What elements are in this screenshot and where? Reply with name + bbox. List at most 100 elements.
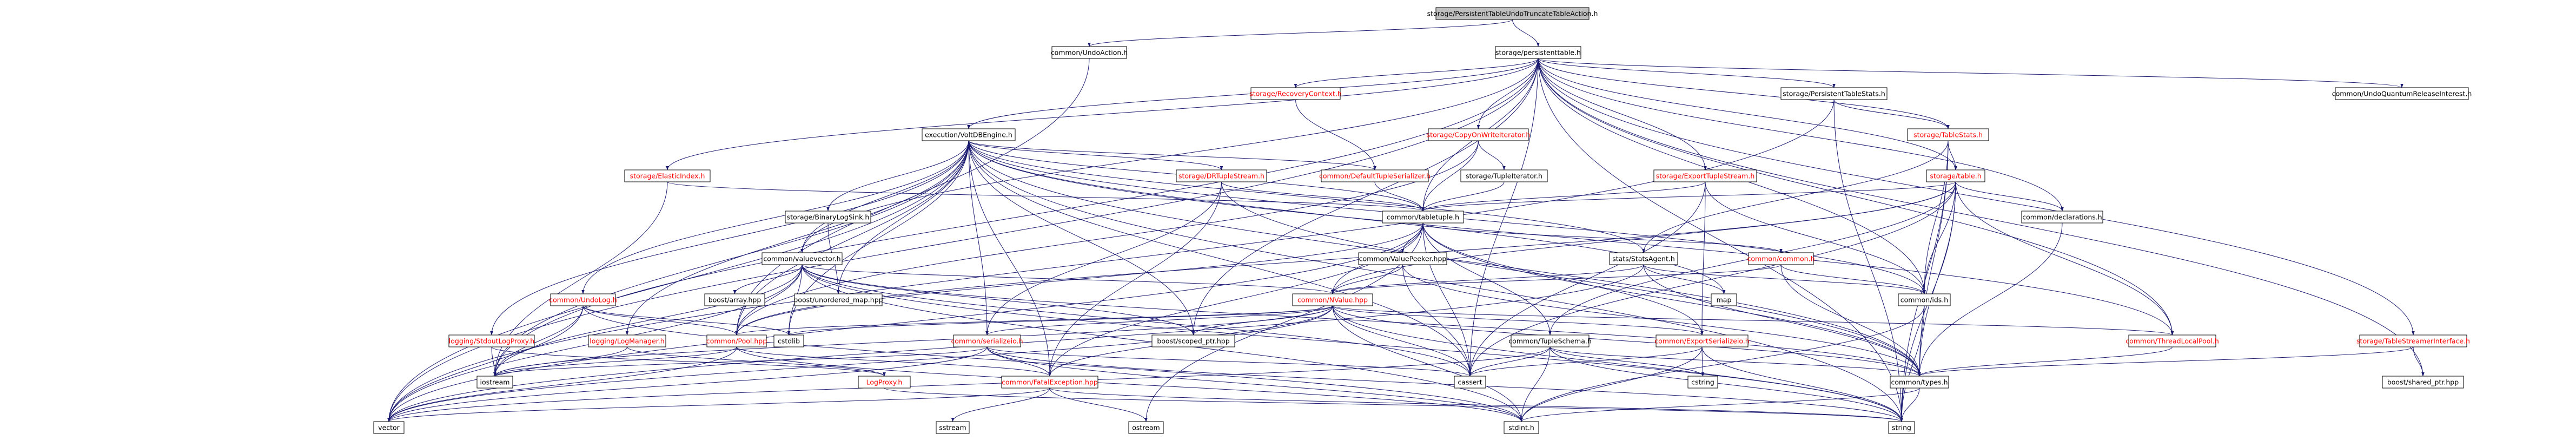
- node-nvalue-label: common/NValue.hpp: [1297, 296, 1368, 304]
- edge-tablestreamer-to-shared_ptr: [2413, 346, 2425, 377]
- edge-tupleschema-to-stdint: [1520, 346, 1551, 422]
- node-valuevector-label: common/valuevector.h: [763, 255, 840, 263]
- node-copyonwriteiterator-label: storage/CopyOnWriteIterator.h: [1427, 131, 1531, 139]
- node-copyonwriteiterator-box: [1428, 128, 1529, 141]
- node-undoaction-box: [1051, 46, 1127, 59]
- node-undoquantum-label: common/UndoQuantumReleaseInterest.h: [2332, 90, 2472, 98]
- node-defaulttupleserializer-label: common/DefaultTupleSerializer.h: [1319, 172, 1431, 180]
- node-cstring-label: cstring: [1691, 378, 1714, 386]
- node-tabletuple-box: [1382, 211, 1464, 224]
- edge-serializeio-to-stdint: [986, 346, 1523, 422]
- node-logproxy-box: [858, 376, 911, 389]
- edge-valuevector-to-types: [802, 264, 1921, 377]
- node-valuepeeker: common/ValuePeeker.hpp: [1358, 252, 1447, 265]
- node-cstdlib-label: cstdlib: [778, 337, 800, 345]
- node-tablestreamer[interactable]: storage/TableStreamerInterface.h: [2356, 334, 2470, 347]
- edge-valuevector-to-pool: [735, 264, 803, 336]
- node-stdoutlogproxy[interactable]: logging/StdoutLogProxy.h: [448, 334, 535, 347]
- node-undolog-box: [550, 293, 616, 306]
- node-ostream-label: ostream: [1132, 424, 1160, 432]
- edge-tabletuple-to-types: [1422, 222, 1921, 377]
- node-serializeio-box: [953, 334, 1021, 347]
- node-elasticindex[interactable]: storage/ElasticIndex.h: [624, 169, 711, 182]
- node-tupleiterator-label: storage/TupleIterator.h: [1466, 172, 1542, 180]
- edge-voltdbengine-to-binarylogsink: [826, 140, 969, 212]
- node-serializeio[interactable]: common/serializeio.h: [951, 334, 1023, 347]
- node-logproxy-label: LogProxy.h: [866, 378, 903, 386]
- node-scoped_ptr-box: [1151, 334, 1235, 347]
- edge-statsagent-to-ids: [1643, 264, 1926, 294]
- node-defaulttupleserializer-box: [1321, 169, 1429, 182]
- edge-tupleschema-to-vector: [387, 346, 1551, 422]
- node-logproxy[interactable]: LogProxy.h: [858, 376, 911, 389]
- node-exporttuplestream[interactable]: storage/ExportTupleStream.h: [1653, 169, 1757, 182]
- edge-valuepeeker-to-nvalue: [1331, 264, 1403, 294]
- edge-nvalue-to-stdint: [1332, 305, 1523, 422]
- node-exportserializeio[interactable]: common/ExportSerializeio.h: [1654, 334, 1750, 347]
- edge-exporttuplestream-to-exportserializeio: [1700, 181, 1706, 336]
- node-iostream-box: [476, 376, 513, 389]
- edge-voltdbengine-to-logmanager: [625, 140, 969, 336]
- node-pool-box: [706, 334, 767, 347]
- edge-persistenttablestats-to-tablestats: [1833, 99, 1950, 129]
- dependency-nodes: storage/PersistentTableUndoTruncateTable…: [373, 7, 2472, 434]
- node-recoverycontext-label: storage/RecoveryContext.h: [1249, 90, 1342, 98]
- edge-persistenttablestats-to-vector: [387, 99, 1835, 422]
- node-stdint-label: stdint.h: [1508, 424, 1534, 432]
- node-drtuplestream-box: [1176, 169, 1267, 182]
- node-boost_array-box: [704, 293, 765, 306]
- node-undoquantum: common/UndoQuantumReleaseInterest.h: [2332, 87, 2472, 100]
- node-tupleiterator-box: [1460, 169, 1548, 182]
- edge-valuevector-to-cassert: [802, 264, 1472, 377]
- edge-elasticindex-to-tabletuple: [667, 181, 1425, 212]
- node-exporttuplestream-box: [1653, 169, 1757, 182]
- node-fatalexception-label: common/FatalException.hpp: [1002, 378, 1098, 386]
- edge-valuepeeker-to-types: [1402, 264, 1921, 377]
- edge-pool-to-iostream: [493, 346, 737, 377]
- edge-persistenttable-to-copyonwriteiterator: [1476, 58, 1539, 129]
- edge-undolog-to-cstdlib: [582, 305, 791, 336]
- node-tablestreamer-label: storage/TableStreamerInterface.h: [2356, 337, 2470, 345]
- node-voltdbengine-label: execution/VoltDBEngine.h: [925, 131, 1012, 139]
- node-table[interactable]: storage/table.h: [1926, 169, 1985, 182]
- node-persistenttable-box: [1495, 46, 1581, 59]
- node-tupleschema: common/TupleSchema.h: [1508, 334, 1592, 347]
- node-declarations-label: common/declarations.h: [2022, 213, 2102, 221]
- node-logmanager[interactable]: logging/LogManager.h: [588, 334, 666, 347]
- node-pool[interactable]: common/Pool.hpp: [706, 334, 767, 347]
- edge-persistenttablestats-to-string: [1833, 99, 1903, 422]
- node-shared_ptr: boost/shared_ptr.hpp: [2382, 376, 2464, 389]
- edge-tablestreamer-to-types: [1918, 346, 2414, 377]
- node-declarations-box: [2021, 211, 2103, 224]
- edge-persistenttable-to-table: [1538, 58, 1957, 170]
- edge-logmanager-to-logproxy: [627, 346, 886, 377]
- node-tupleiterator: storage/TupleIterator.h: [1460, 169, 1548, 182]
- node-fatalexception[interactable]: common/FatalException.hpp: [1001, 376, 1098, 389]
- node-defaulttupleserializer[interactable]: common/DefaultTupleSerializer.h: [1319, 169, 1431, 182]
- node-shared_ptr-label: boost/shared_ptr.hpp: [2387, 378, 2459, 386]
- node-boost_array-label: boost/array.hpp: [708, 296, 761, 304]
- edge-table-to-declarations: [1955, 181, 2064, 212]
- edge-persistenttable-to-iostream: [493, 58, 1539, 377]
- node-statsagent-label: stats/StatsAgent.h: [1612, 255, 1675, 263]
- edge-persistenttable-to-persistenttablestats: [1538, 58, 1836, 88]
- node-stdoutlogproxy-box: [448, 334, 535, 347]
- edge-serializeio-to-fatalexception: [986, 346, 1051, 377]
- node-copyonwriteiterator[interactable]: storage/CopyOnWriteIterator.h: [1427, 128, 1531, 141]
- edge-undolog-to-iostream: [493, 305, 584, 377]
- node-unordered_map-box: [794, 293, 883, 306]
- edge-undolog-to-vector: [387, 305, 584, 422]
- node-undolog[interactable]: common/UndoLog.h: [549, 293, 617, 306]
- node-unordered_map: boost/unordered_map.hpp: [793, 293, 883, 306]
- node-threadlocalpool[interactable]: common/ThreadLocalPool.h: [2125, 334, 2219, 347]
- node-exporttuplestream-label: storage/ExportTupleStream.h: [1656, 172, 1755, 180]
- node-tablestats[interactable]: storage/TableStats.h: [1907, 128, 1989, 141]
- node-common_h[interactable]: common/common.h: [1747, 252, 1815, 265]
- edge-persistenttable-to-declarations: [1538, 58, 2064, 212]
- edge-voltdbengine-to-stdoutlogproxy: [490, 140, 969, 336]
- edge-stdoutlogproxy-to-logproxy: [491, 346, 886, 377]
- node-nvalue[interactable]: common/NValue.hpp: [1292, 293, 1373, 306]
- node-recoverycontext[interactable]: storage/RecoveryContext.h: [1249, 87, 1342, 100]
- node-map: map: [1711, 293, 1737, 306]
- node-drtuplestream[interactable]: storage/DRTupleStream.h: [1176, 169, 1267, 182]
